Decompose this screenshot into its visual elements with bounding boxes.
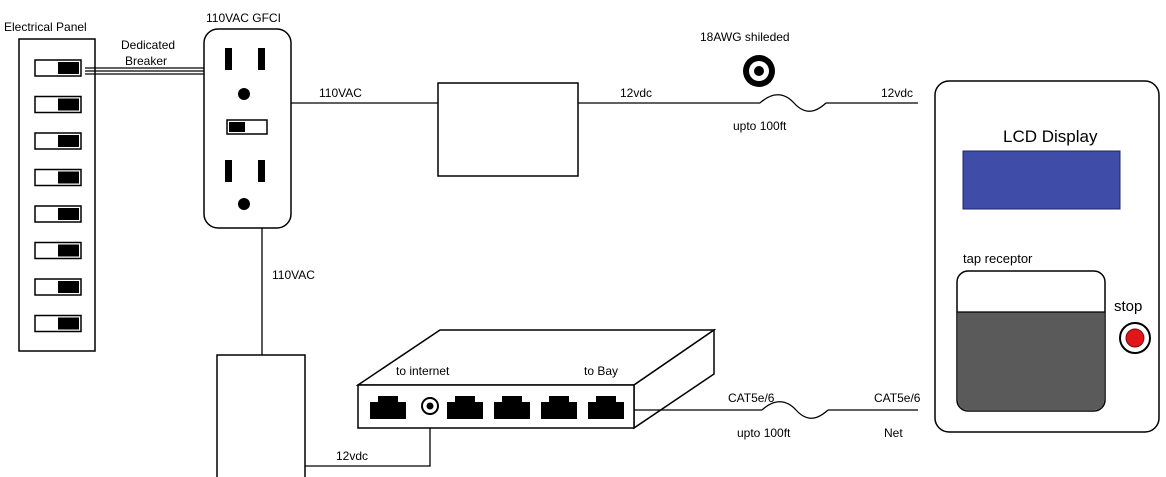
ethernet-port <box>494 396 530 419</box>
gfci-label: 110VAC GFCI <box>206 11 281 25</box>
ethernet-port <box>541 396 577 419</box>
v12-out-label: 12vdc <box>620 86 652 100</box>
switch-to-internet-label: to internet <box>396 364 450 378</box>
run-net-label: upto 100ft <box>737 426 791 440</box>
run-power-label: upto 100ft <box>733 119 787 133</box>
shielded-cable-icon <box>743 55 775 87</box>
display-unit <box>934 80 1160 433</box>
breaker-switch <box>34 241 82 260</box>
dedicated-label: Dedicated <box>121 38 175 52</box>
net-label: Net <box>884 426 903 440</box>
stop-button[interactable] <box>1125 328 1145 348</box>
tap-receptor-pad <box>958 312 1104 410</box>
electrical-panel <box>18 38 96 352</box>
stop-label: stop <box>1114 298 1142 315</box>
power-supply-top <box>437 82 579 177</box>
cat-left-label: CAT5e/6 <box>728 391 775 405</box>
breaker-switch <box>34 278 82 296</box>
cat-right-label: CAT5e/6 <box>874 391 921 405</box>
breaker-label: Breaker <box>125 54 167 68</box>
tap-receptor-label: tap receptor <box>963 251 1033 266</box>
breaker-switch <box>34 95 82 114</box>
ethernet-port <box>370 396 406 419</box>
breaker-switch <box>34 168 82 187</box>
cable-break-power <box>759 94 827 112</box>
ethernet-port <box>588 396 624 419</box>
v110-top-label: 110VAC <box>319 86 362 100</box>
lcd-screen <box>962 150 1121 210</box>
breaker-switch <box>34 314 82 333</box>
ethernet-port <box>447 396 483 419</box>
network-switch <box>355 328 717 430</box>
power-supply-bottom <box>216 354 306 477</box>
lcd-display-label: LCD Display <box>1003 127 1098 146</box>
wire-12vdc-switch <box>305 413 431 467</box>
dedicated-breaker-wires <box>85 67 204 75</box>
breaker-switch <box>34 205 82 223</box>
v12-in-label: 12vdc <box>881 86 913 100</box>
breaker-switch <box>34 132 82 150</box>
switch-to-bay-label: to Bay <box>584 364 618 378</box>
electrical-panel-label: Electrical Panel <box>4 20 87 34</box>
v12-switch-label: 12vdc <box>336 449 368 463</box>
port-list <box>370 396 624 419</box>
breaker-list <box>34 59 82 333</box>
cable-break-net <box>761 401 829 419</box>
v110-side-label: 110VAC <box>272 268 315 282</box>
breaker-switch <box>34 59 82 77</box>
cable-type-label: 18AWG shileded <box>700 30 790 44</box>
gfci-outlet <box>203 28 292 229</box>
